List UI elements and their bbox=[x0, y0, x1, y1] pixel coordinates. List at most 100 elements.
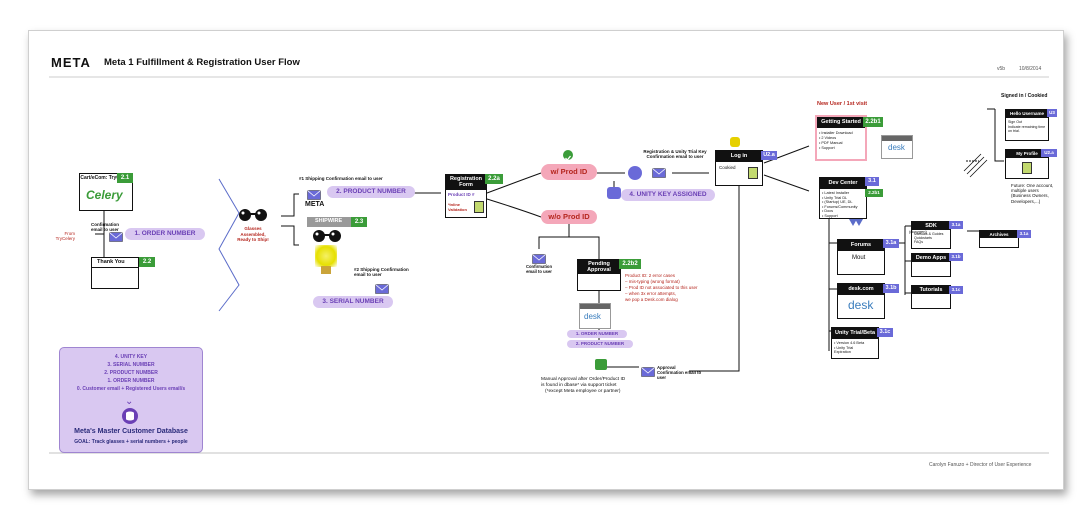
manual-note-line: is found in dbase* via support ticket bbox=[541, 383, 617, 388]
dev-center-item: • (Startup) UE, DL bbox=[822, 200, 853, 204]
approval-email-icon bbox=[641, 364, 655, 382]
thank-you-box: Thank You bbox=[91, 257, 139, 289]
getting-started-desk-logo: desk bbox=[881, 135, 913, 159]
cart-title: Cart/eCom: TryCelery bbox=[80, 175, 132, 181]
thank-you-id-badge: 2.2 bbox=[139, 257, 155, 267]
dev-center-box: Dev Center • Latest Installer • Unity Tr… bbox=[819, 177, 867, 219]
sdk-item: Manuals & Guides bbox=[914, 232, 944, 236]
desk-box: desk.com desk bbox=[837, 283, 885, 319]
box-icon bbox=[321, 266, 331, 274]
desk-logo-text: desk bbox=[584, 312, 601, 321]
shipwire-id-badge: 2.3 bbox=[351, 217, 367, 227]
product-note-line: – mis-typing (wrong format) bbox=[625, 279, 680, 284]
tutorials-box: Tutorials bbox=[911, 285, 951, 309]
getting-started-id-badge: 2.2b1 bbox=[863, 117, 883, 127]
brace-icon: ⌄ bbox=[125, 396, 134, 407]
pending-approval-title: Pending Approval bbox=[578, 260, 620, 274]
shipping2-label: #2 Shipping Confirmation email to user bbox=[354, 267, 409, 277]
with-prod-id-pill: w/ Prod ID bbox=[541, 164, 597, 180]
db-item: 2. PRODUCT NUMBER bbox=[104, 370, 158, 376]
unity-trial-item: Expiration bbox=[834, 350, 851, 354]
dev-center-id-badge: 3.1 bbox=[865, 177, 879, 186]
db-item: 4. UNITY KEY bbox=[114, 354, 148, 360]
database-panel: 4. UNITY KEY 3. SERIAL NUMBER 2. PRODUCT… bbox=[59, 347, 203, 453]
hello-username-box: Hello Username Sign Out Indicate remaini… bbox=[1005, 109, 1049, 141]
sdk-item: FAQs bbox=[914, 240, 923, 244]
unity-key-pill: 4. UNITY KEY ASSIGNED bbox=[621, 189, 715, 201]
shipping1-meta-logo: META bbox=[305, 201, 325, 208]
getting-started-title: Getting Started bbox=[817, 117, 865, 128]
with-prod-id-label: w/ Prod ID bbox=[550, 167, 588, 176]
unity-trial-id-badge: 3.1c bbox=[877, 328, 893, 337]
tutorials-id-badge: 3.1c bbox=[949, 286, 963, 294]
shipwire-glasses-icon bbox=[311, 229, 343, 248]
product-note-line: – Prod ID not associated to this user bbox=[625, 285, 698, 290]
unity-trial-item: • Version 4.6 Beta bbox=[834, 341, 865, 345]
order-number-pill: 1. ORDER NUMBER bbox=[125, 228, 205, 240]
my-profile-title: My Profile bbox=[1006, 150, 1048, 158]
product-note-line: – when 3x error attempts, bbox=[625, 291, 677, 296]
my-profile-id-badge: U2.a bbox=[1041, 149, 1057, 157]
glasses-icon bbox=[237, 208, 269, 227]
dev-center-item: • Forums/Community bbox=[822, 204, 858, 209]
form-icon bbox=[474, 201, 484, 213]
archives-id-badge: 3.1a bbox=[1017, 230, 1031, 238]
registration-form-id-badge: 2.2a bbox=[485, 174, 503, 184]
shipwire-header: SHIPWIRE bbox=[307, 217, 367, 227]
forums-id-badge: 3.1a bbox=[883, 239, 899, 248]
celery-logo: Celery bbox=[86, 188, 123, 202]
page-title: Meta 1 Fulfillment & Registration User F… bbox=[104, 57, 300, 68]
shipwire-glow bbox=[315, 245, 337, 267]
archives-box: Archives bbox=[979, 230, 1019, 248]
registration-form-box: Registration Form Product ID # *Inline V… bbox=[445, 174, 487, 218]
sdk-item: Quickstarts bbox=[914, 236, 932, 240]
without-prod-confirm-label: Confirmation email to user bbox=[525, 264, 553, 274]
desk-logo-small: desk bbox=[579, 303, 611, 329]
new-user-label: New User / 1st visit bbox=[817, 101, 868, 107]
login-cookied: Cookied bbox=[719, 165, 736, 170]
demo-apps-box: Demo Apps bbox=[911, 253, 951, 277]
unity-trial-box: Unity Trial/Beta • Version 4.6 Beta • Un… bbox=[831, 327, 879, 359]
flow-sheet: META Meta 1 Fulfillment & Registration U… bbox=[28, 30, 1064, 490]
product-number-pill: 2. PRODUCT NUMBER bbox=[327, 186, 415, 198]
unity-trial-item: • Unity Trial bbox=[834, 345, 854, 350]
manual-note-line: (*except Meta employee or partner) bbox=[545, 389, 621, 394]
version-label: v5b bbox=[997, 66, 1006, 72]
unity-circle-icon bbox=[628, 166, 642, 180]
db-item: 1. ORDER NUMBER bbox=[107, 378, 155, 384]
doxygen-label: (doxygen) bbox=[909, 229, 927, 234]
pending-approval-id-badge: 2.2b2 bbox=[619, 259, 641, 269]
db-item: 3. SERIAL NUMBER bbox=[107, 362, 155, 368]
product-note-line: Product ID: 2 error cases bbox=[625, 273, 676, 278]
hello-username-id-badge: U3 bbox=[1047, 109, 1057, 117]
desk-logo-text: desk bbox=[848, 298, 874, 312]
db-item: 0. Customer email + Registered Users ema… bbox=[76, 386, 186, 392]
cart-confirm-note: Confirmation email to user bbox=[91, 222, 119, 232]
product-note-line: we pop a Desk.com dialog bbox=[625, 297, 678, 302]
dev-center-title: Dev Center bbox=[820, 178, 866, 189]
without-prod-id-label: w/o Prod ID bbox=[548, 212, 590, 221]
desk-logo-text: desk bbox=[888, 143, 905, 152]
hello-username-title: Hello Username bbox=[1006, 110, 1048, 118]
meta-logo: META bbox=[51, 55, 91, 70]
dev-center-id2-badge: 2.2b1 bbox=[865, 189, 883, 197]
login-form-icon bbox=[748, 167, 758, 179]
login-id-badge: U2.a bbox=[761, 151, 777, 160]
glasses-caption: Glasses Assembled, Ready to Ship! bbox=[237, 226, 269, 242]
getting-started-item: • PDF Manual bbox=[819, 141, 843, 145]
shipwire-title: SHIPWIRE bbox=[315, 218, 343, 224]
demo-apps-id-badge: 3.1b bbox=[949, 253, 963, 261]
forums-title: Forums bbox=[838, 240, 884, 251]
signed-in-label: Signed in / Cookied bbox=[1001, 93, 1048, 99]
sdk-title: SDK bbox=[912, 222, 950, 230]
db-goal: GOAL: Track glasses + serial numbers + p… bbox=[74, 439, 188, 445]
hello-username-item: Indicate remaining time on trial. bbox=[1008, 125, 1046, 134]
forums-box: Forums Mout bbox=[837, 239, 885, 275]
login-box: Log in Cookied bbox=[715, 150, 763, 186]
shipping1-label: #1 Shipping Confirmation email to user bbox=[299, 176, 383, 181]
cart-id-badge: 2.1 bbox=[117, 173, 133, 183]
pending-order-pill: 1. ORDER NUMBER bbox=[567, 330, 627, 338]
sdk-id-badge: 3.1a bbox=[949, 221, 963, 229]
dev-center-item: • Docs bbox=[822, 209, 834, 213]
getting-started-item: • 2 Videos bbox=[819, 136, 837, 140]
